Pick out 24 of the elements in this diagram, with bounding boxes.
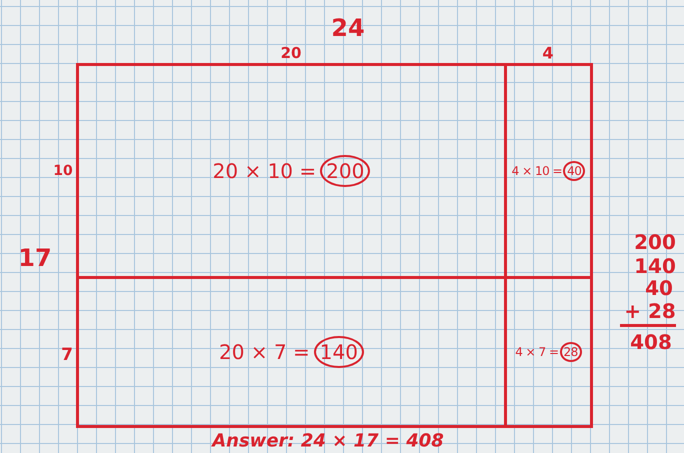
circled-product: 28 [560, 342, 582, 362]
width-label: 4 [542, 44, 554, 62]
circled-product: 140 [314, 336, 364, 368]
multiplication-expression: 20 × 7 = [219, 340, 310, 364]
multiplication-expression: 4 × 7 = [515, 345, 559, 359]
addend: 40 [645, 276, 673, 300]
height-label: 10 [53, 163, 73, 179]
total-width-label: 24 [331, 14, 365, 42]
height-label: 7 [61, 345, 73, 365]
area-cell [76, 276, 507, 428]
circled-product: 200 [320, 155, 370, 187]
area-cell [76, 63, 507, 279]
total-height-label: 17 [18, 244, 52, 272]
addend: 200 [634, 230, 676, 254]
area-cell [504, 63, 593, 279]
sum: 408 [630, 330, 672, 354]
multiplication-expression: 4 × 10 = [512, 164, 562, 178]
area-cell [504, 276, 593, 428]
circled-product: 40 [563, 161, 586, 181]
multiplication-expression: 20 × 10 = [212, 159, 316, 183]
width-label: 20 [280, 44, 302, 62]
addend: + 28 [624, 299, 676, 323]
addend: 140 [634, 254, 676, 278]
answer-equation: Answer: 24 × 17 = 408 [212, 430, 444, 452]
